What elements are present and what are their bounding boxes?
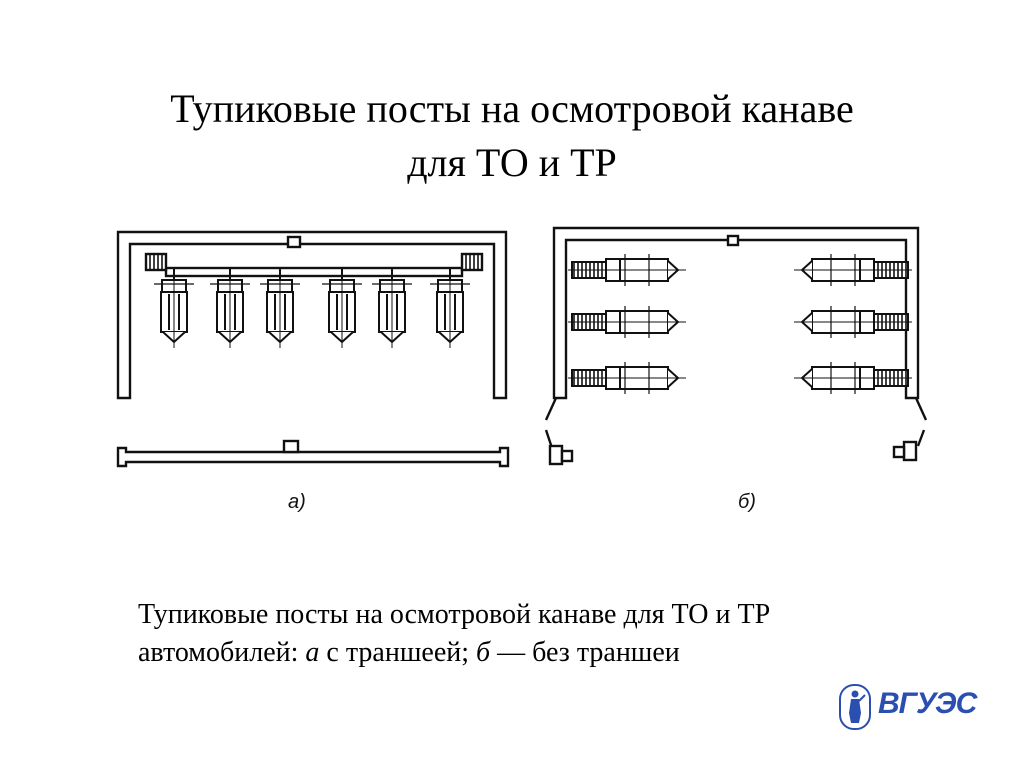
scheme-a-pits [154, 268, 470, 348]
title-line-1: Тупиковые посты на осмотровой канаве [170, 86, 854, 131]
scheme-a-trench [164, 266, 464, 278]
caption-line-2: автомобилей: а с траншеей; б — без транш… [138, 634, 770, 672]
university-logo: ВГУЭС [838, 683, 977, 731]
caption-prefix: автомобилей: [138, 637, 306, 668]
statue-icon [839, 684, 871, 730]
slide-title: Тупиковые посты на осмотровой канаве для… [0, 82, 1024, 190]
scheme-b-door-left-upper [544, 397, 558, 421]
caption-letter-b: б [476, 637, 491, 668]
pit-post-a-4 [322, 268, 362, 348]
vehicle-right-1 [794, 254, 912, 286]
scheme-a-top-marker [286, 235, 302, 249]
scheme-a-trench-stair-left [144, 252, 168, 272]
scheme-b-top-marker [726, 234, 740, 247]
pit-post-a-3 [260, 268, 300, 348]
scheme-a-gate [116, 446, 510, 468]
scheme-a-trench-stair-right [460, 252, 484, 272]
pit-post-a-6 [430, 268, 470, 348]
vehicle-left-2 [568, 306, 686, 338]
pit-post-a-5 [372, 268, 412, 348]
scheme-a-wall [116, 230, 508, 400]
pit-post-a-1 [154, 268, 194, 348]
scheme-a-gate-marker [282, 439, 300, 454]
scheme-b-label: б) [738, 491, 756, 513]
scheme-b-door-right-lower [916, 429, 926, 447]
scheme-a [116, 230, 510, 468]
caption-letter-a: а [305, 637, 320, 668]
caption-mid: с траншеей; [319, 637, 477, 668]
vehicle-right-3 [794, 362, 912, 394]
vehicle-left-3 [568, 362, 686, 394]
caption-suffix: — без траншеи [490, 637, 680, 668]
scheme-b-wall [552, 226, 920, 400]
scheme-b-door-right-upper [914, 397, 928, 421]
title-line-2: для ТО и ТР [407, 140, 617, 185]
scheme-b-vehicles [568, 254, 912, 394]
logo-text: ВГУЭС [878, 687, 977, 720]
scheme-b-gate-post-right [902, 440, 918, 462]
scheme-a-label: а) [288, 491, 306, 513]
scheme-b-gate-post-left-cap [560, 449, 574, 463]
vehicle-left-1 [568, 254, 686, 286]
scheme-b [544, 226, 928, 466]
scheme-b-gate-post-left [548, 444, 564, 466]
vehicle-right-2 [794, 306, 912, 338]
caption-line-1: Тупиковые посты на осмотровой канаве для… [138, 599, 771, 630]
pit-post-a-2 [210, 268, 250, 348]
caption: Тупиковые посты на осмотровой канаве для… [138, 596, 770, 672]
scheme-b-gate-post-right-cap [892, 445, 906, 459]
